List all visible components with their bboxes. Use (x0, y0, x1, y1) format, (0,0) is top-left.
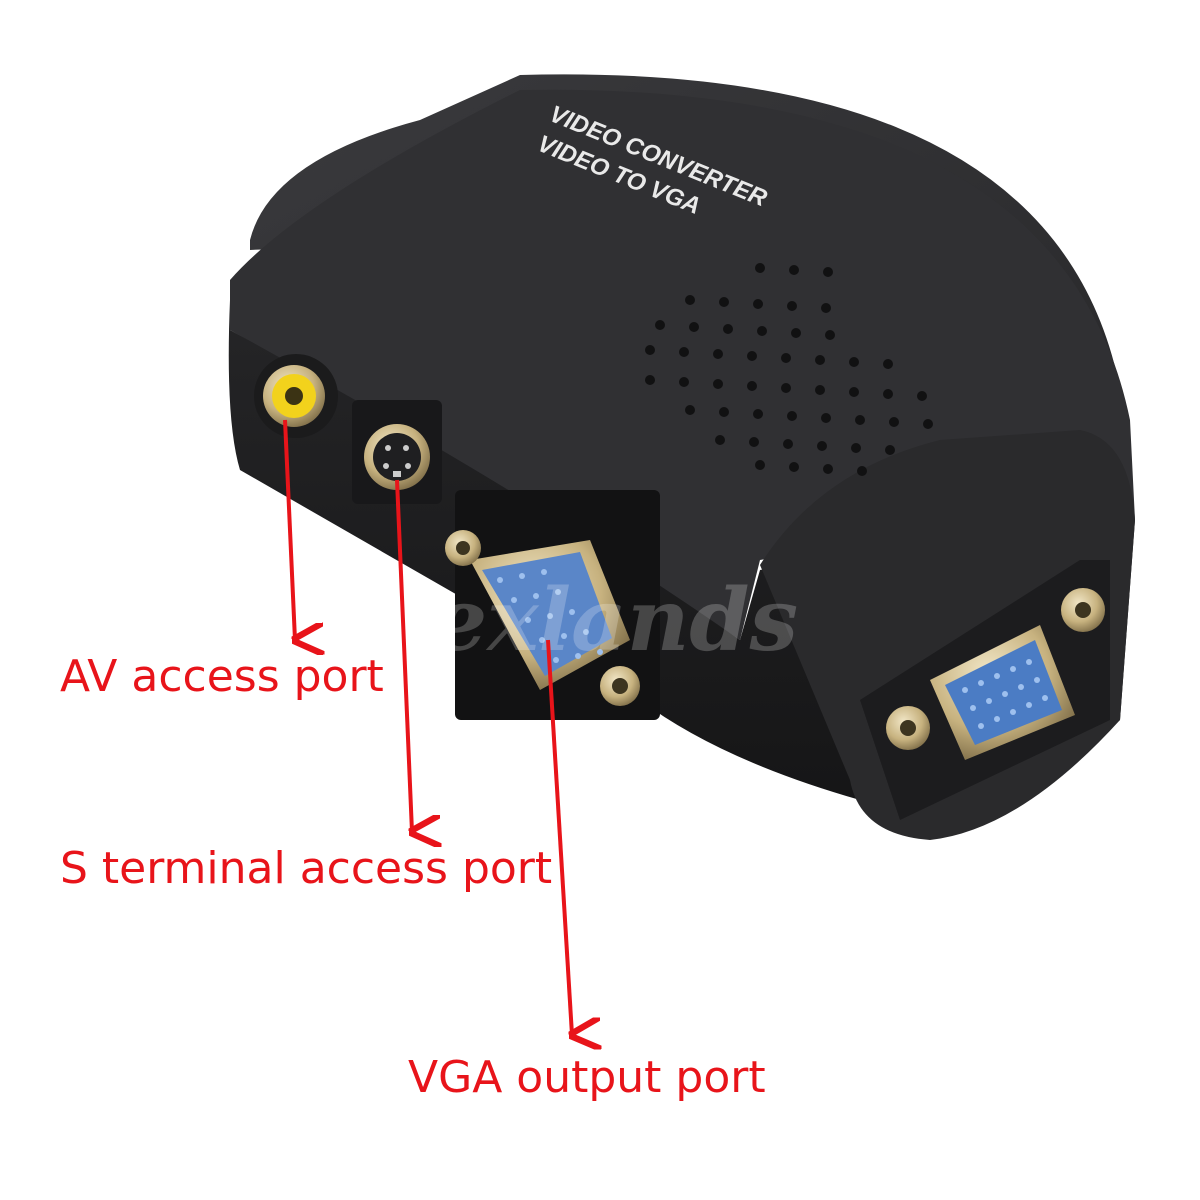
vent-hole (753, 409, 763, 419)
vga-pin (1010, 709, 1016, 715)
vent-hole (755, 460, 765, 470)
arrow-s-terminal (395, 479, 412, 832)
vent-hole (783, 439, 793, 449)
vent-hole (747, 351, 757, 361)
converter-device (228, 74, 1135, 840)
vga-pin (533, 593, 539, 599)
vga-pin (583, 629, 589, 635)
vga-pin (597, 649, 603, 655)
vga-pin (994, 673, 1000, 679)
vent-hole (723, 324, 733, 334)
vent-hole (821, 303, 831, 313)
vent-hole (791, 328, 801, 338)
vga-pin (986, 698, 992, 704)
rca-jack (254, 354, 338, 438)
vent-hole (781, 353, 791, 363)
vga-port-left (445, 490, 660, 720)
vga-pin (525, 617, 531, 623)
vent-hole (715, 435, 725, 445)
callout-av-port: AV access port (60, 651, 384, 702)
vga-pin (541, 569, 547, 575)
vent-hole (823, 464, 833, 474)
vent-hole (679, 347, 689, 357)
annotation-arrows (283, 419, 572, 1035)
vent-hole (923, 419, 933, 429)
vent-hole (825, 330, 835, 340)
vga-pin (978, 680, 984, 686)
vent-hole (789, 265, 799, 275)
vent-hole (787, 411, 797, 421)
vent-hole (645, 375, 655, 385)
vga-pin (1026, 702, 1032, 708)
s-video-port (352, 400, 442, 504)
watermark: hexlands (370, 570, 798, 671)
vga-pin (569, 609, 575, 615)
vga-pin (561, 633, 567, 639)
vent-hole (815, 355, 825, 365)
vent-hole (817, 441, 827, 451)
vent-hole (885, 445, 895, 455)
vent-hole (781, 383, 791, 393)
vent-hole (787, 301, 797, 311)
vga-pin (553, 657, 559, 663)
vga-port-right (886, 588, 1105, 760)
vent-hole (755, 263, 765, 273)
vent-hole (719, 297, 729, 307)
vga-pin (1018, 684, 1024, 690)
vga-pin (1042, 695, 1048, 701)
vent-hole (849, 357, 859, 367)
vga-pin (547, 613, 553, 619)
callout-s-terminal-port: S terminal access port (60, 843, 553, 894)
vga-pin (1026, 659, 1032, 665)
vent-hole (857, 466, 867, 476)
vent-hole (823, 267, 833, 277)
vent-hole (645, 345, 655, 355)
vent-hole (689, 322, 699, 332)
vga-pin (962, 687, 968, 693)
vga-pin (994, 716, 1000, 722)
vga-pin (519, 573, 525, 579)
vent-hole (713, 349, 723, 359)
vent-hole (851, 443, 861, 453)
vga-pin (1010, 666, 1016, 672)
vent-hole (815, 385, 825, 395)
vent-hole (655, 320, 665, 330)
vga-pin (497, 577, 503, 583)
vent-hole (821, 413, 831, 423)
arrow-vga (546, 639, 572, 1035)
vent-hole (849, 387, 859, 397)
vent-hole (685, 295, 695, 305)
vga-pin (575, 653, 581, 659)
vent-hole (749, 437, 759, 447)
vent-hole (917, 391, 927, 401)
vga-pin (1002, 691, 1008, 697)
vga-pin (539, 637, 545, 643)
vent-hole (753, 299, 763, 309)
vent-hole (883, 389, 893, 399)
vent-hole (789, 462, 799, 472)
callout-vga-output-port: VGA output port (408, 1052, 766, 1103)
vent-hole (883, 359, 893, 369)
vent-hole (747, 381, 757, 391)
vent-hole (713, 379, 723, 389)
vent-hole (889, 417, 899, 427)
vga-pin (978, 723, 984, 729)
arrow-av (283, 419, 295, 640)
vga-pin (511, 597, 517, 603)
vent-hole (679, 377, 689, 387)
vent-hole (757, 326, 767, 336)
vga-pin (970, 705, 976, 711)
vga-pin (1034, 677, 1040, 683)
vent-hole (719, 407, 729, 417)
vent-hole (855, 415, 865, 425)
vent-grille (645, 263, 933, 476)
vga-pin (555, 589, 561, 595)
vent-hole (685, 405, 695, 415)
